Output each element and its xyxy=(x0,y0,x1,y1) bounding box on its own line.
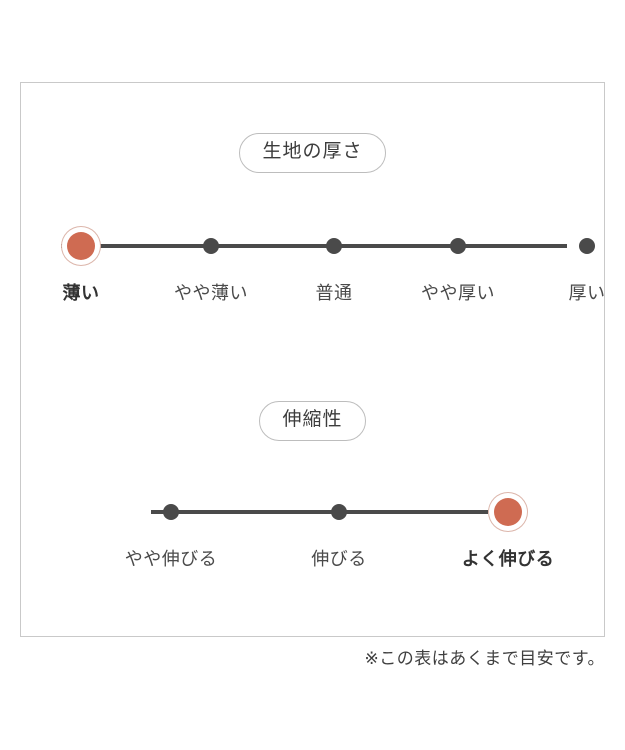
scale-section-stretch: 伸縮性 やや伸びる 伸びる よく伸びる xyxy=(21,356,604,579)
scale-section-thickness: 生地の厚さ 薄い やや薄い 普通 やや厚い 厚い xyxy=(21,83,606,313)
scale-dot-stretch-1 xyxy=(331,504,347,520)
disclaimer-note: ※この表はあくまで目安です。 xyxy=(364,649,605,668)
scale-dot-thickness-2 xyxy=(326,238,342,254)
scale-dot-thickness-3 xyxy=(450,238,466,254)
scale-label-thickness-2: 普通 xyxy=(315,283,353,303)
scale-label-thickness-3: やや厚い xyxy=(421,283,495,303)
scale-dot-thickness-0 xyxy=(67,232,95,260)
stretch-track-line xyxy=(151,510,488,514)
thickness-heading-wrap: 生地の厚さ xyxy=(21,83,604,177)
thickness-scale-area: 薄い やや薄い 普通 やや厚い 厚い xyxy=(21,193,606,313)
scale-dot-stretch-0 xyxy=(163,504,179,520)
scale-dot-thickness-4 xyxy=(579,238,595,254)
stretch-heading-pill: 伸縮性 xyxy=(259,401,366,441)
fabric-spec-panel: 生地の厚さ 薄い やや薄い 普通 やや厚い 厚い 伸縮性 やや伸びる 伸びる よく伸びる xyxy=(20,82,605,637)
scale-label-thickness-0: 薄い xyxy=(62,283,100,303)
thickness-dot-row xyxy=(21,193,604,313)
scale-dot-thickness-1 xyxy=(203,238,219,254)
scale-dot-stretch-2 xyxy=(494,498,522,526)
stretch-heading-wrap: 伸縮性 xyxy=(21,356,604,445)
scale-label-thickness-1: やや薄い xyxy=(174,283,248,303)
stretch-dot-row xyxy=(21,459,604,579)
scale-label-stretch-0: やや伸びる xyxy=(124,549,218,569)
scale-label-stretch-2: よく伸びる xyxy=(461,549,555,569)
stretch-scale-area: やや伸びる 伸びる よく伸びる xyxy=(21,459,604,579)
thickness-track-line xyxy=(61,244,567,248)
thickness-label-row: 薄い やや薄い 普通 やや厚い 厚い xyxy=(21,193,606,313)
stretch-label-row: やや伸びる 伸びる よく伸びる xyxy=(21,459,604,579)
scale-label-thickness-4: 厚い xyxy=(568,283,606,303)
thickness-heading-pill: 生地の厚さ xyxy=(239,133,386,173)
scale-label-stretch-1: 伸びる xyxy=(311,549,367,569)
